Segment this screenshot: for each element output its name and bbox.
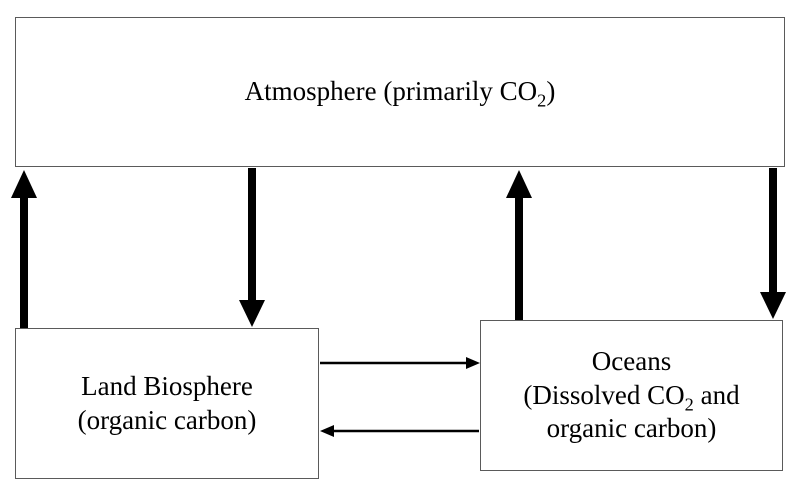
atmosphere-label-close: ): [546, 76, 556, 107]
atmosphere-label-text: Atmosphere (primarily CO: [244, 76, 538, 107]
oceans-line-2-subscript: 2: [684, 394, 694, 415]
atmosphere-label: Atmosphere (primarily CO2): [244, 75, 556, 111]
land-biosphere-box: Land Biosphere (organic carbon): [15, 328, 319, 479]
atmosphere-label-subscript: 2: [537, 90, 547, 111]
oceans-line-2-text: (Dissolved CO: [523, 379, 685, 410]
oceans-box: Oceans (Dissolved CO2 and organic carbon…: [480, 320, 783, 471]
arrow-oceans-to-land: [320, 425, 479, 437]
oceans-title: Oceans: [591, 345, 672, 376]
oceans-line-2: (Dissolved CO2 and: [523, 379, 740, 415]
oceans-line-3: organic carbon): [546, 413, 717, 444]
land-biosphere-subtitle: (organic carbon): [77, 404, 257, 435]
atmosphere-box: Atmosphere (primarily CO2): [15, 17, 785, 167]
arrow-atmosphere-to-oceans: [760, 168, 786, 319]
oceans-line-2-tail: and: [693, 379, 740, 410]
arrow-land-to-oceans: [320, 357, 480, 369]
land-biosphere-label: Land Biosphere (organic carbon): [78, 370, 257, 438]
arrow-atmosphere-to-land: [239, 168, 265, 327]
oceans-label: Oceans (Dissolved CO2 and organic carbon…: [523, 345, 739, 446]
arrow-oceans-to-atmosphere: [506, 170, 532, 320]
land-biosphere-title: Land Biosphere: [81, 370, 253, 401]
arrow-land-to-atmosphere: [11, 170, 37, 328]
